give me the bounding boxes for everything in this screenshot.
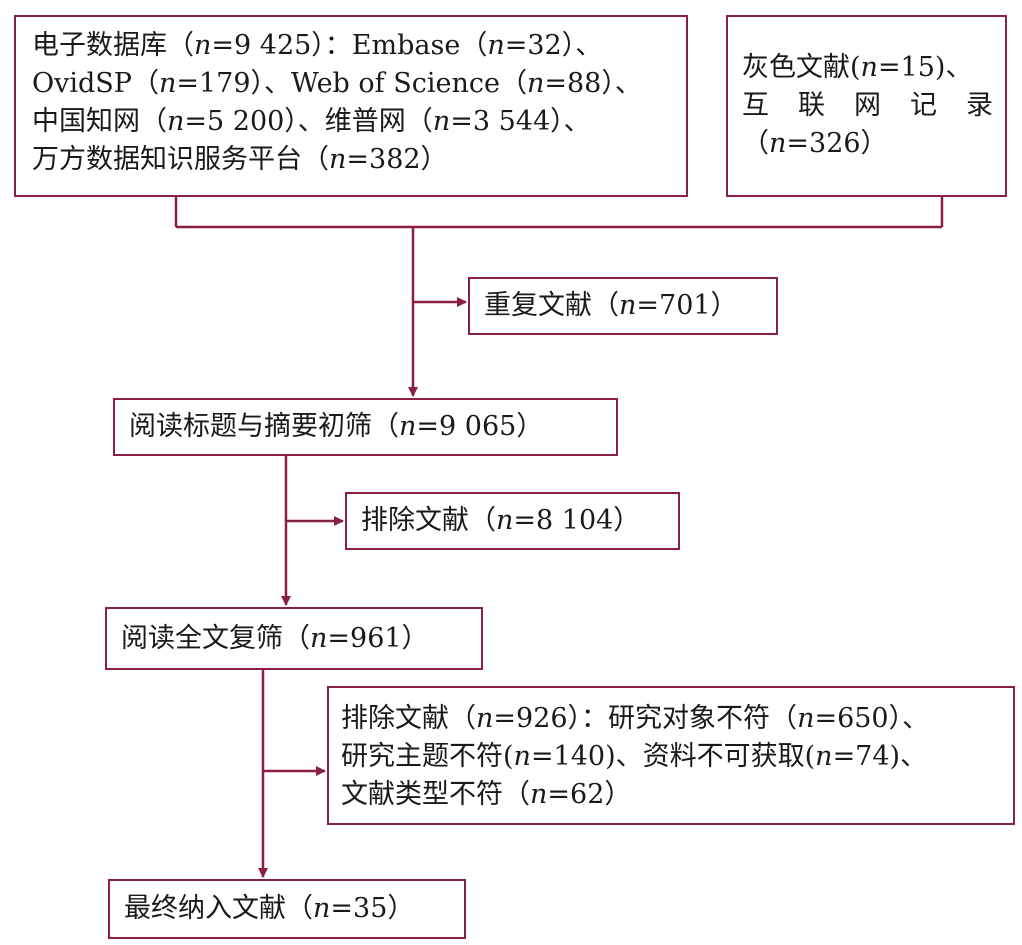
grey-literature-box: 灰色文献(n=15)、 互 联 网 记 录 （n=326） — [726, 15, 1007, 197]
databases-line-4: 万方数据知识服务平台（n=382） — [32, 144, 448, 175]
grey-line-1: 灰色文献(n=15)、 — [742, 52, 973, 83]
fulltext-screen-box: 阅读全文复筛（n=961） — [105, 607, 483, 670]
title-abstract-screen-box: 阅读标题与摘要初筛（n=9 065） — [113, 398, 618, 456]
grey-line-3: （n=326） — [742, 128, 888, 159]
databases-box: 电子数据库（n=9 425）：Embase（n=32）、 OvidSP（n=17… — [14, 15, 688, 197]
excluded-2-line-1: 排除文献（n=926）：研究对象不符（n=650）、 — [341, 703, 930, 734]
databases-line-3: 中国知网（n=5 200）、维普网（n=3 544）、 — [32, 106, 591, 137]
excluded-1-box: 排除文献（n=8 104） — [345, 492, 680, 550]
databases-line-2: OvidSP（n=179）、Web of Science（n=88）、 — [32, 68, 642, 99]
databases-line-1: 电子数据库（n=9 425）：Embase（n=32）、 — [32, 30, 603, 61]
excluded-2-box: 排除文献（n=926）：研究对象不符（n=650）、 研究主题不符(n=140)… — [327, 686, 1015, 825]
included-box: 最终纳入文献（n=35） — [108, 879, 466, 939]
grey-line-2: 互 联 网 记 录 — [742, 90, 993, 121]
excluded-2-line-2: 研究主题不符(n=140)、资料不可获取(n=74)、 — [341, 741, 928, 772]
excluded-2-line-3: 文献类型不符（n=62） — [341, 779, 632, 810]
duplicates-box: 重复文献（n=701） — [468, 277, 778, 335]
